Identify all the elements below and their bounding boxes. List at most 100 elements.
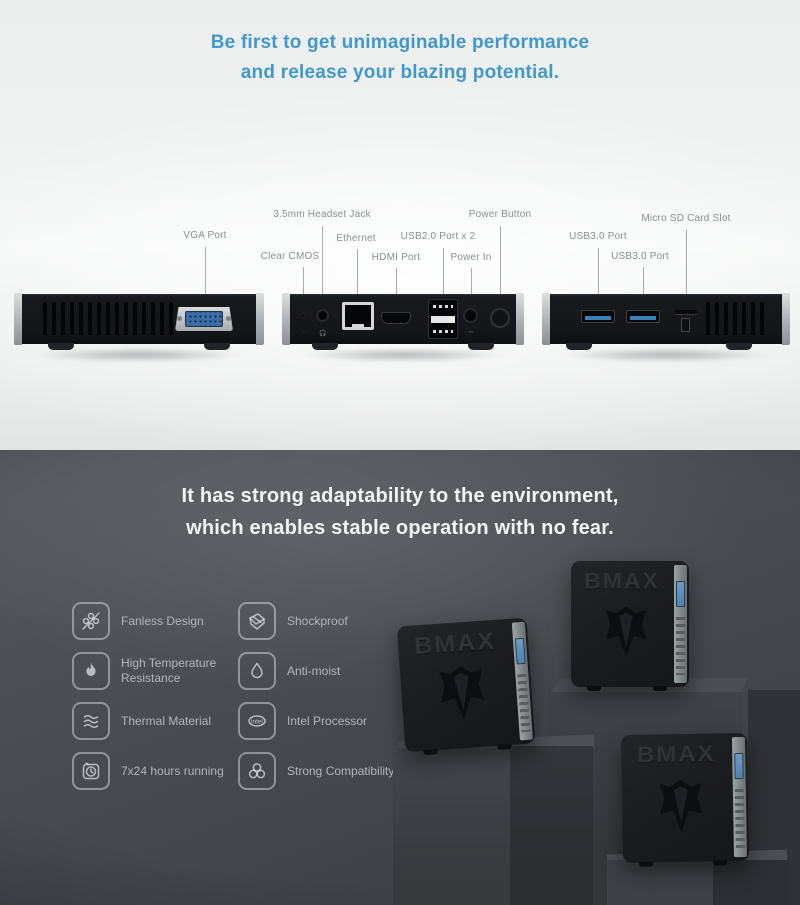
- device-foot: [587, 686, 601, 691]
- adaptability-section: It has strong adaptability to the enviro…: [0, 450, 800, 905]
- feature-intel-processor: intel Intel Processor: [238, 702, 408, 740]
- port-label-clear-cmos: Clear CMOS: [260, 251, 320, 262]
- leader-line-micro-sd: [686, 230, 687, 296]
- compatibility-icon: [238, 752, 276, 790]
- port-label-usb2: USB2.0 Port x 2: [400, 231, 476, 242]
- mini-pc-back-usb3: [542, 293, 790, 362]
- usb2-port-stack: [428, 299, 458, 339]
- mini-pc-back-vga: [14, 293, 264, 362]
- bmax-mini-pc: BMAX: [571, 561, 689, 691]
- feature-label: Strong Compatibility: [287, 763, 395, 778]
- feature-label: Shockproof: [287, 613, 348, 628]
- leader-line-usb2: [443, 248, 444, 296]
- feature-label: Anti-moist: [287, 663, 341, 678]
- leader-line-clear-cmos: [303, 267, 304, 296]
- vga-screw: [177, 316, 182, 321]
- vga-pin-block: [185, 311, 223, 327]
- feature-label: High Temperature Resistance: [121, 656, 217, 685]
- cmos-mark: ◌: [302, 330, 306, 336]
- leader-line-ethernet: [357, 249, 358, 296]
- power-button: [490, 308, 510, 328]
- usb-pins: [433, 330, 453, 333]
- chassis-edge: [782, 293, 790, 345]
- power-in-port: [463, 308, 478, 323]
- usb3-port-a: [581, 310, 615, 323]
- high-temperature-icon: [72, 652, 110, 690]
- feature-compatibility: Strong Compatibility: [238, 752, 408, 790]
- side-vents: [676, 617, 685, 675]
- feature-label: Fanless Design: [121, 613, 204, 628]
- device-foot: [726, 343, 752, 350]
- port-label-power-in: Power In: [450, 252, 492, 263]
- adaptability-line-1: It has strong adaptability to the enviro…: [181, 485, 619, 507]
- chassis-edge: [14, 293, 22, 345]
- performance-section: Be first to get unimaginable performance…: [0, 0, 800, 450]
- device-shadow: [559, 348, 773, 362]
- side-port-strip: [674, 565, 687, 683]
- port-label-usb3-b: USB3.0 Port: [611, 251, 669, 262]
- usb-pins: [433, 305, 453, 308]
- port-label-usb3-a: USB3.0 Port: [569, 231, 627, 242]
- leader-line-headset-jack: [322, 226, 323, 296]
- device-foot: [713, 860, 728, 866]
- bmax-mini-pc: BMAX: [396, 617, 536, 756]
- pedestal-front: [607, 860, 713, 905]
- chassis-edge: [256, 293, 264, 345]
- hdmi-port: [381, 312, 411, 324]
- port-label-micro-sd: Micro SD Card Slot: [641, 213, 731, 224]
- device-foot: [639, 861, 654, 867]
- pedestal-front: [393, 748, 510, 905]
- fanless-icon: [72, 602, 110, 640]
- hero-line-2: and release your blazing potential.: [240, 62, 560, 83]
- headset-jack-port: [316, 309, 329, 322]
- bmax-mini-pc: BMAX: [620, 732, 750, 867]
- device-shadow: [299, 348, 507, 362]
- pedestal-side: [510, 746, 593, 905]
- bmax-logo: BMAX: [636, 741, 716, 769]
- always-running-icon: [72, 752, 110, 790]
- usb3-port-b: [626, 310, 660, 323]
- feature-always-running: 7x24 hours running: [72, 752, 238, 790]
- leader-line-hdmi: [396, 268, 397, 296]
- port-label-ethernet: Ethernet: [336, 233, 376, 244]
- port-label-vga: VGA Port: [183, 230, 227, 241]
- bmax-logo: BMAX: [584, 568, 660, 594]
- vga-port: [175, 307, 233, 331]
- micro-sd-slot: [675, 310, 697, 314]
- chassis-edge: [542, 293, 550, 345]
- power-mark: ⎓: [468, 330, 474, 336]
- device-foot: [566, 343, 592, 350]
- feature-label: 7x24 hours running: [121, 763, 224, 778]
- feature-fanless: Fanless Design: [72, 602, 238, 640]
- chassis-edge: [282, 293, 290, 345]
- device-foot: [204, 343, 230, 350]
- feature-grid: Fanless Design Shockproof High Temperatu…: [72, 602, 408, 790]
- vga-port-side: [734, 752, 744, 780]
- feature-label: Intel Processor: [287, 713, 368, 728]
- device-shadow: [31, 348, 247, 362]
- pedestal-side: [713, 860, 788, 905]
- eagle-emblem: [606, 606, 646, 657]
- feature-label: Thermal Material: [121, 713, 212, 728]
- hero-heading: Be first to get unimaginable performance…: [0, 28, 800, 88]
- side-vents: [734, 788, 745, 850]
- adaptability-line-2: which enables stable operation with no f…: [186, 517, 614, 539]
- mini-pc-back-io: ◌ 🎧 ⎓: [282, 293, 524, 362]
- vga-port-side: [676, 581, 685, 607]
- eagle-emblem: [659, 779, 702, 832]
- rj45-clip: [352, 324, 364, 330]
- adaptability-heading: It has strong adaptability to the enviro…: [0, 480, 800, 544]
- leader-line-usb3-b: [643, 267, 644, 296]
- intel-processor-icon: intel: [238, 702, 276, 740]
- thermal-material-icon: [72, 702, 110, 740]
- hero-line-1: Be first to get unimaginable performance: [210, 32, 590, 53]
- eagle-emblem: [439, 665, 485, 720]
- side-port-strip: [731, 736, 748, 858]
- usb-divider: [431, 316, 455, 323]
- side-port-strip: [511, 621, 533, 741]
- device-foot: [468, 343, 494, 350]
- device-foot: [653, 686, 667, 691]
- vga-screw: [226, 316, 231, 321]
- device-foot: [312, 343, 338, 350]
